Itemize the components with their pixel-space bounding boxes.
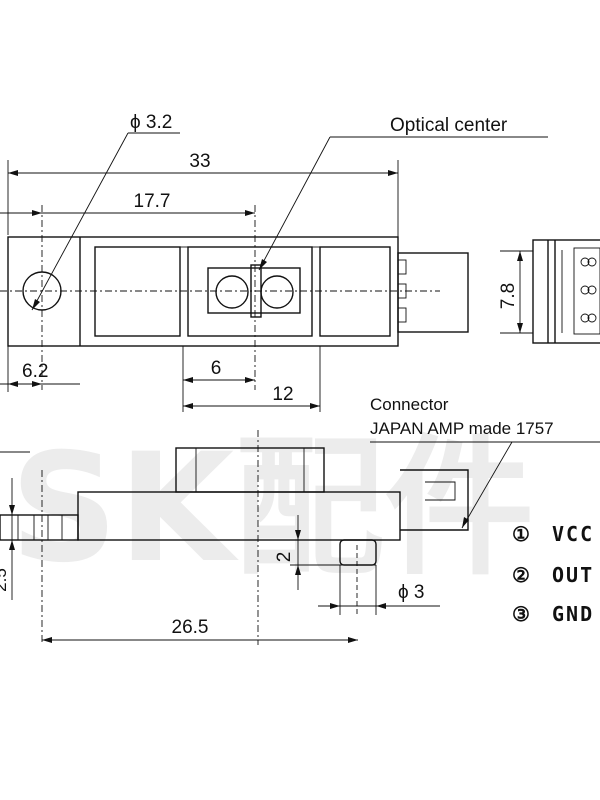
pin-1-label: VCC [552,522,594,546]
end-view: 7.8 [498,239,600,344]
pin-2-label: OUT [552,563,594,587]
pin-3: ③ GND [512,602,594,626]
dim-lens-height: 2 [274,552,295,563]
sensor-body-outline [7,236,399,347]
pin-legend: ① VCC ② OUT ③ GND [512,522,594,626]
dim-window-width: 6 [211,358,222,379]
side-view: 2.5 26.5 2 ϕ 3 Connector JAPAN AMP made … [0,395,600,645]
optical-window [207,267,301,314]
connector-side [400,469,469,531]
callout-connector-line2: JAPAN AMP made 1757 [370,419,554,438]
dim-hole-offset: 6.2 [22,361,48,382]
dim-lens-diameter: ϕ 3 [398,582,425,603]
pin-2: ② OUT [512,563,594,587]
connector-end-outline [532,239,600,344]
pin-2-number: ② [512,563,532,587]
dim-thickness: 2.5 [0,568,10,592]
watermark: SK配件 [10,422,534,596]
pin-1: ① VCC [512,522,594,546]
dim-hole-diameter: ϕ 3.2 [130,112,172,133]
pin-3-number: ③ [512,602,532,626]
connector-tab [397,252,469,333]
callout-optical-center: Optical center [390,115,508,136]
dim-window-span: 12 [272,384,293,405]
dim-base-to-center: 26.5 [172,617,209,638]
pin-3-label: GND [552,602,594,626]
pin-1-number: ① [512,522,532,546]
dim-hole-to-center: 17.7 [134,191,171,212]
top-view: 33 17.7 ϕ 3.2 Optical center 6.2 6 [0,112,548,412]
callout-connector-line1: Connector [370,395,449,414]
dim-overall-length: 33 [189,151,210,172]
dim-height: 7.8 [498,283,519,309]
